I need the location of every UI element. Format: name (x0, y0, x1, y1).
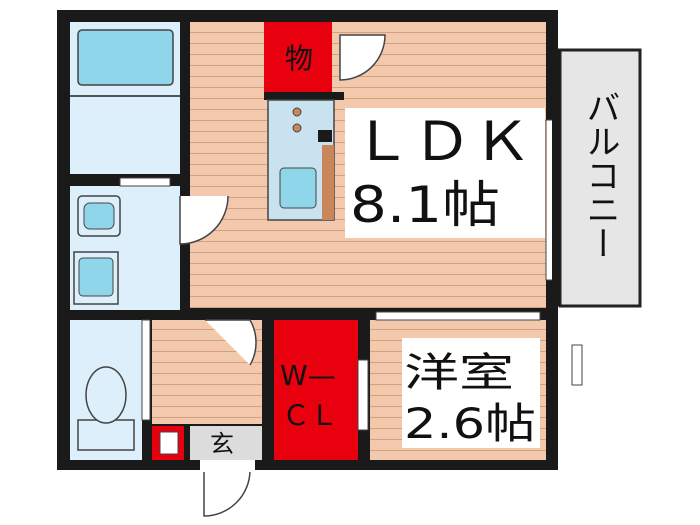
western-room-label: 洋室 (404, 350, 514, 396)
storage-label: 物 (285, 42, 313, 75)
western-room-size: 2.6帖 (404, 399, 536, 448)
entrance-floor (190, 426, 262, 460)
door-icon (339, 34, 386, 81)
wcl-label-top: W— (280, 359, 336, 392)
stove-icon (292, 107, 302, 117)
door-icon (205, 319, 257, 366)
wcl-label-bottom: ＣＬ (282, 399, 338, 432)
walk-in-closet (274, 320, 358, 460)
stove-icon (292, 123, 302, 133)
front-door-icon (203, 469, 251, 517)
sink-icon (279, 167, 317, 209)
ldk-label: ＬＤＫ (352, 110, 532, 173)
entrance-label: 玄 (210, 430, 234, 458)
door-icon (179, 195, 229, 245)
toilet-icon (85, 366, 127, 424)
storage-closet (264, 22, 332, 92)
ldk-size: 8.1帖 (350, 176, 500, 234)
bathtub-icon (77, 29, 174, 86)
balcony-label: バルコニー (580, 90, 620, 260)
